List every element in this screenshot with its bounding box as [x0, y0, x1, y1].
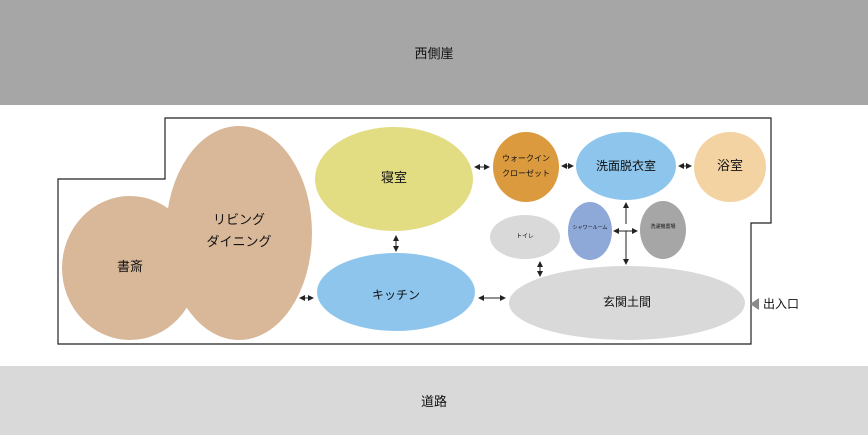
walkin-line2: クローゼット [502, 169, 550, 178]
bath-label: 浴室 [716, 158, 744, 174]
room-study [62, 196, 198, 340]
room-bedroom [315, 127, 473, 231]
room-toilet [490, 215, 560, 259]
toilet-label: トイレ [515, 232, 535, 240]
room-living-dining [166, 126, 312, 340]
kitchen-label: キッチン [371, 287, 421, 302]
room-bath [694, 132, 766, 202]
study-label: 書斎 [116, 259, 144, 275]
room-washroom [576, 132, 676, 200]
room-kitchen [317, 253, 475, 331]
living-label: リビング [212, 212, 266, 228]
walkin-line1: ウォークイン [502, 153, 550, 163]
dining-label: ダイニング [206, 235, 272, 250]
walkin-closet-label: ウォークイン クローゼット [502, 151, 550, 181]
entrance-marker: 出入口 [750, 295, 799, 312]
room-walkin-closet [493, 132, 559, 202]
entrance-label: 出入口 [763, 297, 800, 311]
room-laundry [640, 201, 686, 259]
room-shower [568, 202, 612, 260]
road-band: 道路 [0, 366, 868, 435]
room-genkan [509, 266, 745, 340]
living-dining-label: リビング ダイニング [206, 210, 271, 254]
bedroom-label: 寝室 [380, 170, 408, 186]
genkan-label: 玄関土間 [602, 294, 652, 309]
road-label: 道路 [420, 395, 447, 410]
west-cliff-label: 西側崖 [414, 47, 454, 62]
triangle-left-icon [750, 297, 759, 310]
washroom-label: 洗面脱衣室 [595, 158, 657, 173]
west-cliff-band: 西側崖 [0, 0, 868, 105]
laundry-label: 洗濯機置場 [650, 223, 676, 230]
shower-label: シャワールーム [572, 224, 608, 231]
